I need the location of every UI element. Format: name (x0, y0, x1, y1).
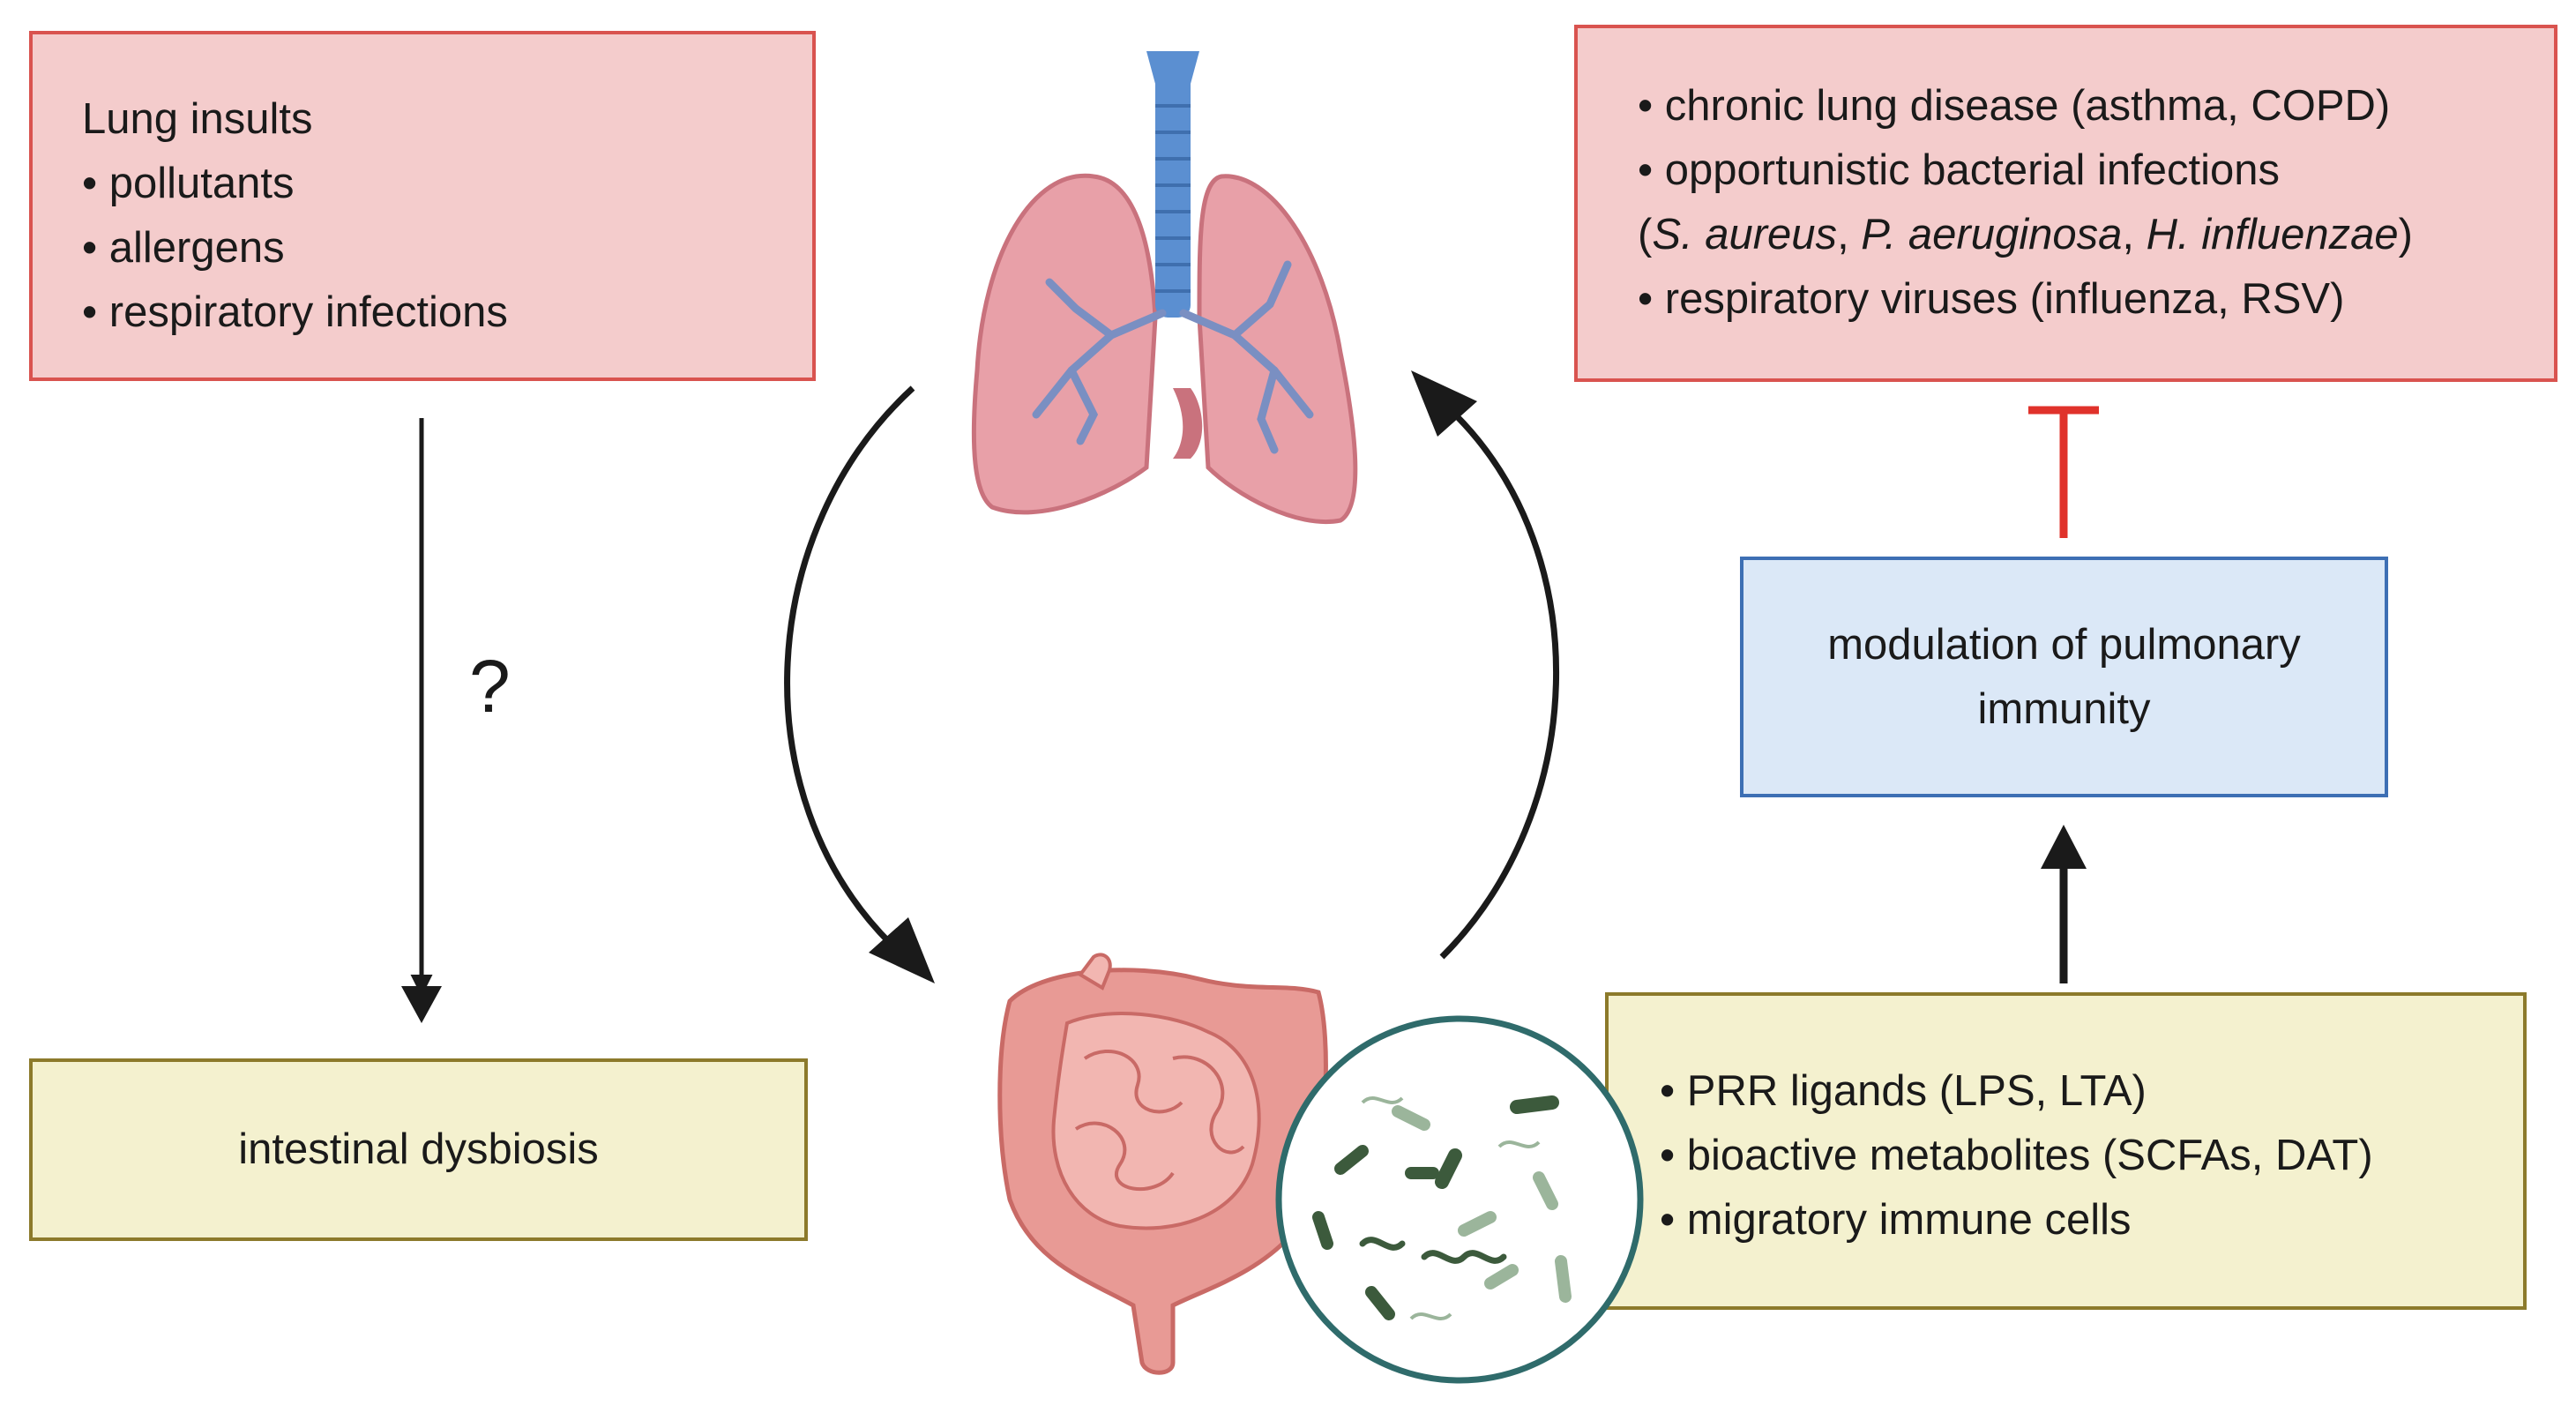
list-item: migratory immune cells (1660, 1188, 2523, 1252)
list-item: chronic lung disease (asthma, COPD) (1638, 74, 2554, 138)
arrowhead (2041, 825, 2087, 869)
list-item: allergens (82, 216, 812, 280)
bacteria-circle-icon (1275, 1015, 1644, 1384)
bacteria-species-line: (S. aureus, P. aeruginosa, H. influenzae… (1638, 211, 2413, 258)
arrowhead (1411, 370, 1477, 437)
modulation-box: modulation of pulmonary immunity (1740, 557, 2388, 797)
question-mark: ? (469, 645, 511, 728)
list-item: respiratory infections (82, 280, 812, 345)
list-item: pollutants (82, 152, 812, 216)
modulation-line2: immunity (1977, 684, 2151, 733)
list-item: bioactive metabolites (SCFAs, DAT) (1660, 1124, 2523, 1188)
gut-factors-list: PRR ligands (LPS, LTA) bioactive metabol… (1660, 1059, 2523, 1252)
species-name: P. aeruginosa (1861, 211, 2123, 258)
list-item: respiratory viruses (influenza, RSV) (1638, 267, 2554, 332)
modulation-line1: modulation of pulmonary (1827, 620, 2301, 669)
gut-to-lung-arrow (1439, 412, 1559, 960)
list-item: PRR ligands (LPS, LTA) (1660, 1059, 2523, 1124)
lung-insults-title: Lung insults (82, 95, 313, 143)
outcomes-box: chronic lung disease (asthma, COPD) oppo… (1574, 25, 2557, 382)
outcomes-list: chronic lung disease (asthma, COPD) oppo… (1638, 74, 2554, 203)
arrowhead (869, 917, 935, 983)
lungs-icon (971, 51, 1358, 524)
species-name: H. influenzae (2146, 211, 2399, 258)
species-name: S. aureus (1652, 211, 1838, 258)
lung-insults-list: pollutants allergens respiratory infecti… (82, 152, 812, 345)
lung-insults-box: Lung insults pollutants allergens respir… (29, 31, 816, 381)
intestinal-dysbiosis-box: intestinal dysbiosis (29, 1058, 808, 1241)
intestinal-dysbiosis-label: intestinal dysbiosis (238, 1125, 599, 1173)
intestine-icon (997, 953, 1328, 1375)
arrowhead (401, 986, 442, 1023)
lung-to-gut-arrow (784, 385, 915, 946)
list-item: opportunistic bacterial infections (1638, 138, 2554, 203)
